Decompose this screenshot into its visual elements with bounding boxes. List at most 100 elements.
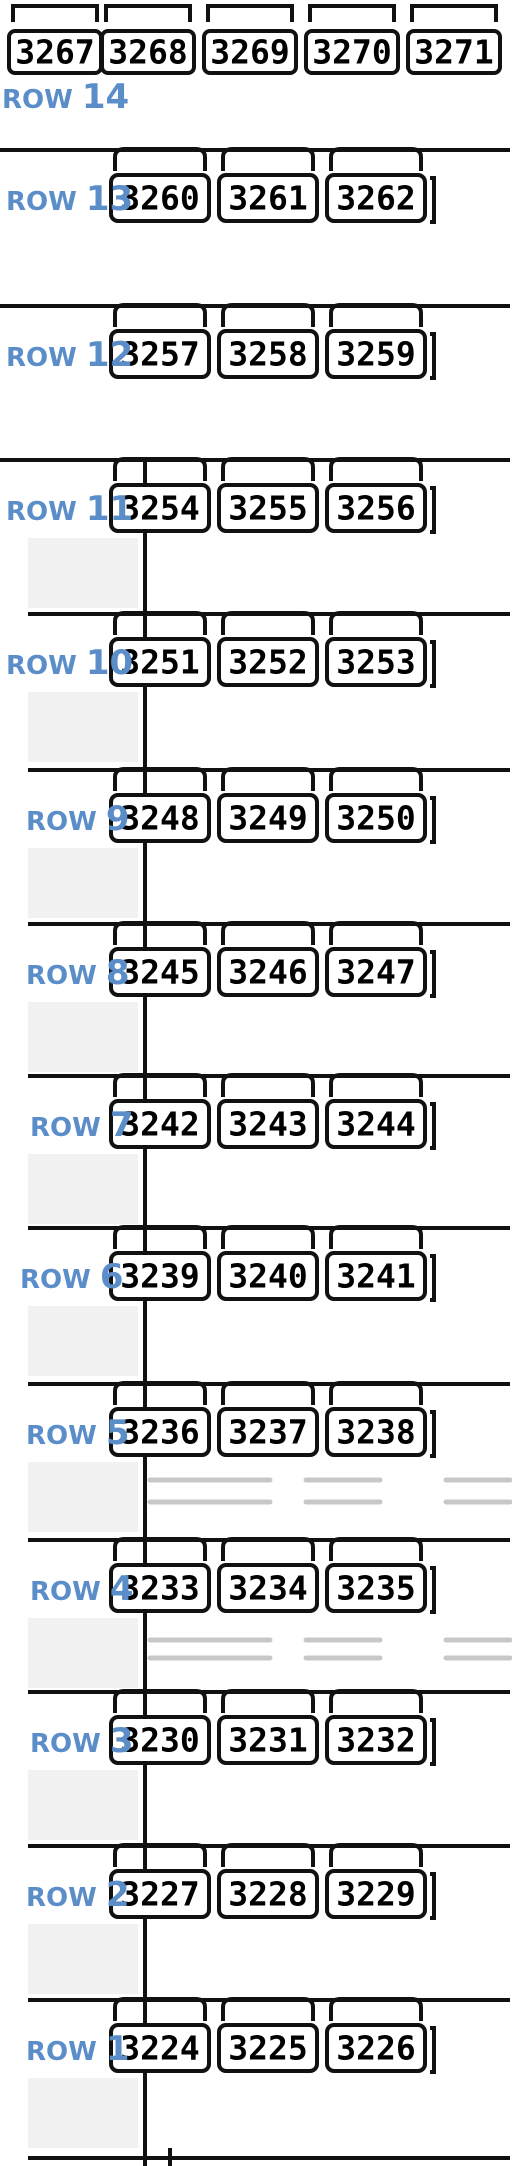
seat-frame [109, 329, 211, 379]
row-label-number: 10 [86, 643, 133, 683]
seat-frame [325, 1099, 427, 1149]
seat-back [221, 921, 315, 945]
seat-frame [109, 2023, 211, 2073]
seat[interactable]: 3270 [304, 4, 400, 75]
seat-number: 3237 [228, 1413, 307, 1452]
floor-shade [28, 1618, 138, 1688]
seat-back [329, 147, 423, 171]
seat[interactable]: 3255 [217, 457, 319, 533]
seat[interactable]: 3237 [217, 1381, 319, 1457]
seat[interactable]: 3253 [325, 611, 427, 687]
seat-back [113, 147, 207, 171]
seat[interactable]: 3239 [109, 1225, 211, 1301]
seat[interactable]: 3246 [217, 921, 319, 997]
seat[interactable]: 3244 [325, 1073, 427, 1149]
seat[interactable]: 3269 [202, 4, 298, 75]
seat-number: 3249 [228, 799, 307, 838]
seat[interactable]: 3261 [217, 147, 319, 223]
seat-frame [109, 1099, 211, 1149]
seat[interactable]: 3232 [325, 1689, 427, 1765]
seat[interactable]: 3271 [406, 4, 502, 75]
row-label-number: 11 [86, 489, 133, 529]
floor-shade [28, 538, 138, 608]
seat[interactable]: 3245 [109, 921, 211, 997]
seat-frame [325, 1563, 427, 1613]
seat-number: 3270 [312, 33, 391, 72]
seat[interactable]: 3225 [217, 1997, 319, 2073]
row-end-bracket [430, 1102, 436, 1150]
seat-back [221, 1537, 315, 1561]
row-end-bracket [430, 950, 436, 998]
row-end-bracket [430, 2026, 436, 2074]
seat[interactable]: 3230 [109, 1689, 211, 1765]
row-label: ROW 1 [26, 2029, 130, 2069]
seat[interactable]: 3226 [325, 1997, 427, 2073]
seat[interactable]: 3268 [100, 4, 196, 75]
seat-number: 3268 [108, 33, 187, 72]
seat[interactable]: 3234 [217, 1537, 319, 1613]
seat-frame [325, 2023, 427, 2073]
seat[interactable]: 3238 [325, 1381, 427, 1457]
seat[interactable]: 3233 [109, 1537, 211, 1613]
seat-number: 3238 [336, 1413, 415, 1452]
seat-back [221, 1073, 315, 1097]
seat-frame [109, 173, 211, 223]
seat[interactable]: 3243 [217, 1073, 319, 1149]
seat-number: 3250 [336, 799, 415, 838]
seat[interactable]: 3248 [109, 767, 211, 843]
row-label-word: ROW [26, 2037, 106, 2067]
seat[interactable]: 3228 [217, 1843, 319, 1919]
row-label-word: ROW [6, 343, 86, 373]
seat-number: 3271 [414, 33, 493, 72]
seat-number: 3235 [336, 1569, 415, 1608]
seat-frame [109, 1869, 211, 1919]
floor-shade [28, 1462, 138, 1532]
seat-frame [109, 1407, 211, 1457]
row-label-number: 14 [82, 77, 129, 117]
seat[interactable]: 3249 [217, 767, 319, 843]
seat-number: 3226 [336, 2029, 415, 2068]
seat[interactable]: 3231 [217, 1689, 319, 1765]
seat-number: 3258 [228, 335, 307, 374]
seat-back [221, 1997, 315, 2021]
seat[interactable]: 3252 [217, 611, 319, 687]
seat-number: 3251 [120, 643, 199, 682]
seat-number: 3254 [120, 489, 199, 528]
seat-back [221, 1381, 315, 1405]
floor-shade [28, 1924, 138, 1994]
seat[interactable]: 3247 [325, 921, 427, 997]
seat[interactable]: 3259 [325, 303, 427, 379]
seat[interactable]: 3256 [325, 457, 427, 533]
seat[interactable]: 3260 [109, 147, 211, 223]
seat[interactable]: 3236 [109, 1381, 211, 1457]
seat[interactable]: 3267 [7, 4, 103, 75]
seat[interactable]: 3224 [109, 1997, 211, 2073]
seat-frame [325, 793, 427, 843]
seat[interactable]: 3240 [217, 1225, 319, 1301]
seat-frame [304, 29, 400, 75]
seat[interactable]: 3229 [325, 1843, 427, 1919]
row-label-word: ROW [30, 1729, 110, 1759]
row-end-bracket [430, 640, 436, 688]
seat-frame [217, 1407, 319, 1457]
seat[interactable]: 3242 [109, 1073, 211, 1149]
seat[interactable]: 3235 [325, 1537, 427, 1613]
seat-number: 3247 [336, 953, 415, 992]
seat-number: 3245 [120, 953, 199, 992]
row-label-number: 12 [86, 335, 133, 375]
seat[interactable]: 3250 [325, 767, 427, 843]
seat[interactable]: 3254 [109, 457, 211, 533]
seat-number: 3240 [228, 1257, 307, 1296]
seat-number: 3243 [228, 1105, 307, 1144]
row-end-bracket [430, 1254, 436, 1302]
seat-number: 3230 [120, 1721, 199, 1760]
row-label-word: ROW [2, 85, 82, 115]
seat[interactable]: 3262 [325, 147, 427, 223]
seat[interactable]: 3257 [109, 303, 211, 379]
seat-back [329, 921, 423, 945]
seat[interactable]: 3241 [325, 1225, 427, 1301]
seat-back [113, 1843, 207, 1867]
seat[interactable]: 3227 [109, 1843, 211, 1919]
seat[interactable]: 3251 [109, 611, 211, 687]
seat[interactable]: 3258 [217, 303, 319, 379]
